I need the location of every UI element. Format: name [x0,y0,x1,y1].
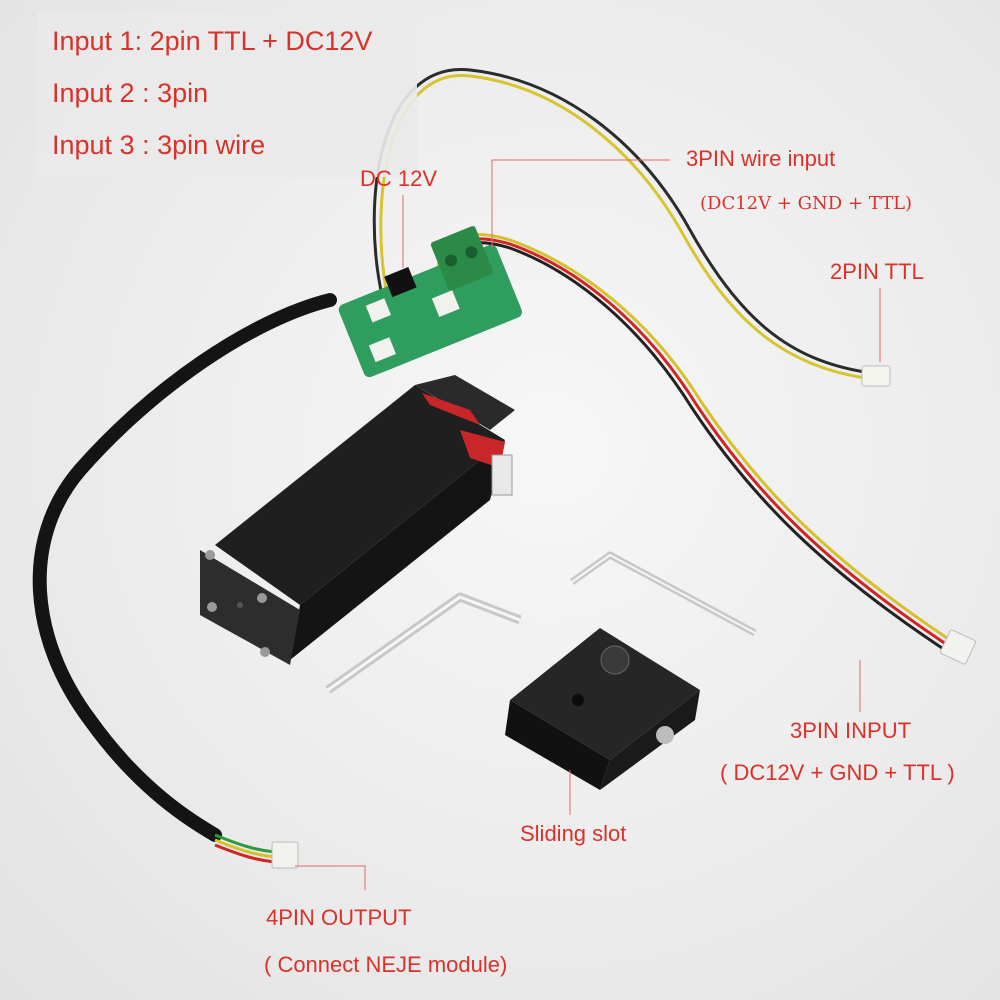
label-3pin-wire-input-detail: (DC12V + GND + TTL) [700,193,913,214]
4pin-connector [271,841,299,869]
label-3pin-input: 3PIN INPUT [790,718,912,743]
2pin-connector [861,365,891,387]
label-4pin-output: 4PIN OUTPUT [266,905,412,930]
hex-wrench-small [569,551,757,637]
sliding-slot-bracket [505,628,700,790]
label-3pin-input-detail: ( DC12V + GND + TTL ) [720,760,955,785]
3pin-connector [939,629,977,665]
driver-pcb [338,226,522,378]
label-2pin-ttl: 2PIN TTL [830,259,924,284]
label-sliding-slot: Sliding slot [520,821,627,846]
info-input-2: Input 2 : 3pin [52,78,209,108]
label-4pin-output-detail: ( Connect NEJE module) [264,952,508,977]
info-input-3: Input 3 : 3pin wire [52,130,266,160]
3pin-wire [436,232,977,665]
info-input-1: Input 1: 2pin TTL + DC12V [52,26,373,56]
leader-lines [295,159,881,890]
4pin-output-cable [32,293,337,869]
label-3pin-wire-input: 3PIN wire input [686,146,836,171]
label-dc12v: DC 12V [360,166,438,191]
input-info-box [37,12,417,177]
laser-module [200,375,515,665]
hex-wrench-large [325,592,522,694]
